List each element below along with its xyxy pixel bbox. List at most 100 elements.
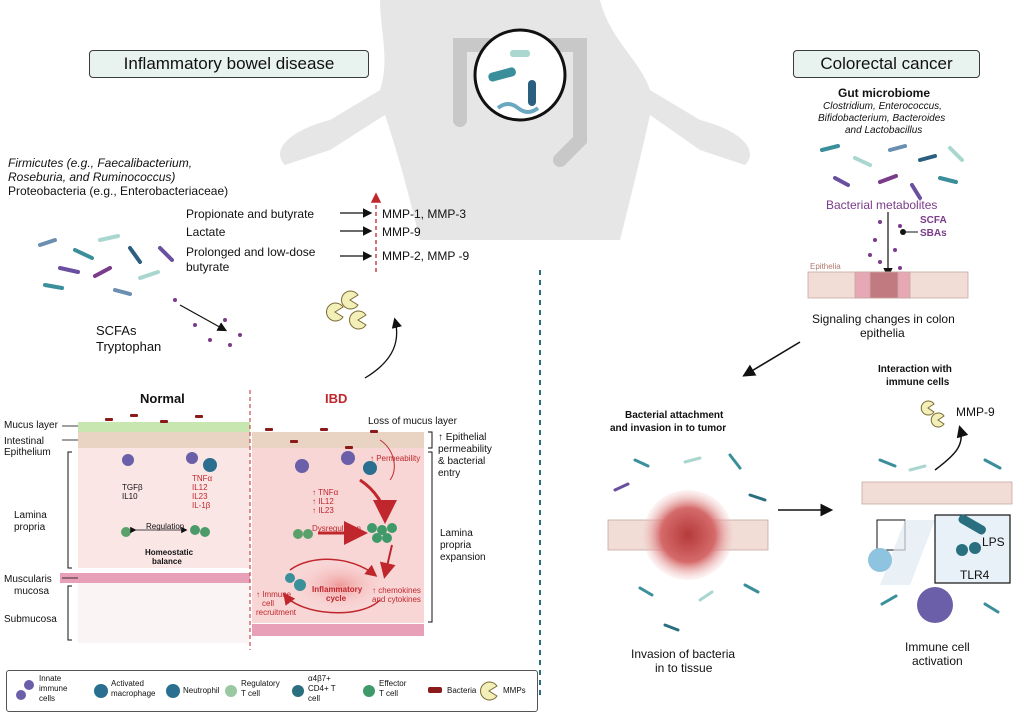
colon-icon	[453, 38, 587, 167]
invasion-1: Invasion of bacteria	[631, 647, 736, 661]
genera-line-3: and Lactobacillus	[845, 125, 923, 136]
firmicutes-line2: Roseburia, and Ruminococcus)	[8, 170, 176, 184]
tlr4-label: TLR4	[960, 568, 990, 582]
tumor	[643, 490, 733, 580]
microbe-lens	[473, 28, 567, 122]
layer-intestinal: Intestinal	[4, 436, 45, 447]
homeostatic-1: Homeostatic	[145, 548, 194, 557]
epithelial-2: permeability	[438, 444, 492, 455]
chemokines-2: and cytokines	[372, 595, 421, 604]
mmp-line-3: MMP-2, MMP -9	[382, 249, 470, 263]
legend-regulatory-1: Regulatory	[241, 679, 280, 688]
ibd-label: IBD	[325, 391, 348, 406]
right-bacteria-cluster	[820, 144, 964, 200]
metabolite-3: Prolonged and low-dose	[186, 245, 316, 259]
epithelial-4: entry	[438, 468, 461, 479]
legend-mmps: MMPs	[503, 686, 526, 695]
legend-effector-1: Effector	[379, 679, 407, 688]
loss-mucus-label: Loss of mucus layer	[368, 416, 457, 427]
lamina-expansion-1: Lamina	[440, 528, 473, 539]
left-bacteria-cluster	[38, 234, 174, 296]
homeostatic-2: balance	[152, 557, 182, 566]
legend-effector-2: T cell	[379, 689, 398, 698]
legend-neutrophil: Neutrophil	[183, 686, 220, 695]
sbas-label: SBAs	[920, 228, 947, 239]
attachment-2: and invasion in to tumor	[610, 423, 727, 434]
right-epithelia-2	[861, 481, 1013, 505]
legend-activated-2: macrophage	[111, 689, 156, 698]
activated-immune-cell	[917, 587, 953, 623]
layer-mucus: Mucus layer	[4, 420, 58, 431]
epithelia-label: Epithelia	[810, 262, 841, 271]
ibd-il12: ↑ IL12	[312, 497, 334, 506]
recruitment-1: ↑ Immune	[256, 590, 292, 599]
gut-microbiome-label: Gut microbiome	[838, 86, 931, 100]
normal-tissue	[60, 422, 250, 643]
interaction-1: Interaction with	[878, 364, 952, 375]
lamina-expansion-2: propria	[440, 540, 472, 551]
ibd-il23: ↑ IL23	[312, 506, 334, 515]
mmp9-right: MMP-9	[956, 405, 995, 419]
genera-line-1: Clostridium, Enterococcus,	[823, 101, 942, 112]
legend-innate-2: immune	[39, 684, 68, 693]
inflammatory-1: Inflammatory	[312, 585, 363, 594]
recruitment-3: recruitment	[256, 608, 297, 617]
interaction-2: immune cells	[886, 377, 950, 388]
regulation-label: Regulation	[146, 522, 185, 531]
epithelial-1: ↑ Epithelial	[438, 432, 487, 443]
normal-label: Normal	[140, 391, 185, 406]
scfa-label: SCFA	[920, 215, 947, 226]
layer-submucosa: Submucosa	[4, 614, 57, 625]
mmp-line-1: MMP-1, MMP-3	[382, 207, 466, 221]
proteobacteria-label: Proteobacteria (e.g., Enterobacteriaceae…	[8, 184, 229, 198]
ibd-tnf: ↑ TNFα	[312, 488, 339, 497]
legend-cd4-3: cell	[308, 694, 321, 703]
scfa-dots	[173, 298, 242, 347]
layer-lamina2: propria	[14, 522, 46, 533]
normal-cyto-right-4: IL-1β	[192, 501, 211, 510]
legend-cd4-1: α4β7+	[308, 674, 331, 683]
signaling-1: Signaling changes in colon	[812, 312, 955, 326]
layer-muscularis: Muscularis	[4, 574, 52, 585]
activation-2: activation	[912, 654, 963, 668]
scfas-label: SCFAs	[96, 323, 137, 338]
chemokines-1: ↑ chemokines	[372, 586, 421, 595]
legend-cd4-2: CD4+ T	[308, 684, 336, 693]
signaling-2: epithelia	[860, 326, 905, 340]
bacterial-metabolites-label: Bacterial metabolites	[826, 198, 938, 212]
legend: Innate immune cells Activated macrophage…	[6, 670, 538, 712]
normal-cyto-left-1: TGFβ	[122, 483, 143, 492]
epithelial-3: & bacterial	[438, 456, 486, 467]
normal-cyto-right-3: IL23	[192, 492, 208, 501]
layer-epithelium: Epithelium	[4, 447, 51, 458]
permeability-label: ↑ Permeability	[370, 454, 421, 463]
legend-innate-1: Innate	[39, 674, 62, 683]
metabolite-4: butyrate	[186, 260, 230, 274]
lens-bacteria	[488, 50, 540, 114]
crc-title: Colorectal cancer	[793, 50, 980, 78]
normal-cyto-left-2: IL10	[122, 492, 138, 501]
ibd-title: Inflammatory bowel disease	[89, 50, 369, 78]
lps-label: LPS	[982, 535, 1005, 549]
mmp-line-2: MMP-9	[382, 225, 421, 239]
recruitment-2: cell	[262, 599, 275, 608]
right-epithelia	[807, 271, 969, 299]
activation-1: Immune cell	[905, 640, 970, 654]
genera-line-2: Bifidobacterium, Bacteroides	[818, 113, 946, 124]
legend-bacteria: Bacteria	[447, 686, 477, 695]
inflammatory-2: cycle	[326, 594, 347, 603]
metabolite-2: Lactate	[186, 225, 226, 239]
lamina-expansion-3: expansion	[440, 552, 486, 563]
normal-cyto-right-2: IL12	[192, 483, 208, 492]
legend-innate-3: cells	[39, 694, 56, 703]
firmicutes-line1: Firmicutes (e.g., Faecalibacterium,	[8, 156, 193, 170]
dysregulation-label: Dysregulation	[312, 524, 361, 533]
layer-lamina1: Lamina	[14, 510, 47, 521]
legend-activated-1: Activated	[111, 679, 144, 688]
tryptophan-label: Tryptophan	[96, 339, 162, 354]
metabolite-1: Propionate and butyrate	[186, 207, 315, 221]
invasion-2: in to tissue	[655, 661, 713, 675]
layer-mucosa: mucosa	[14, 586, 50, 597]
normal-cyto-right-1: TNFα	[192, 474, 213, 483]
